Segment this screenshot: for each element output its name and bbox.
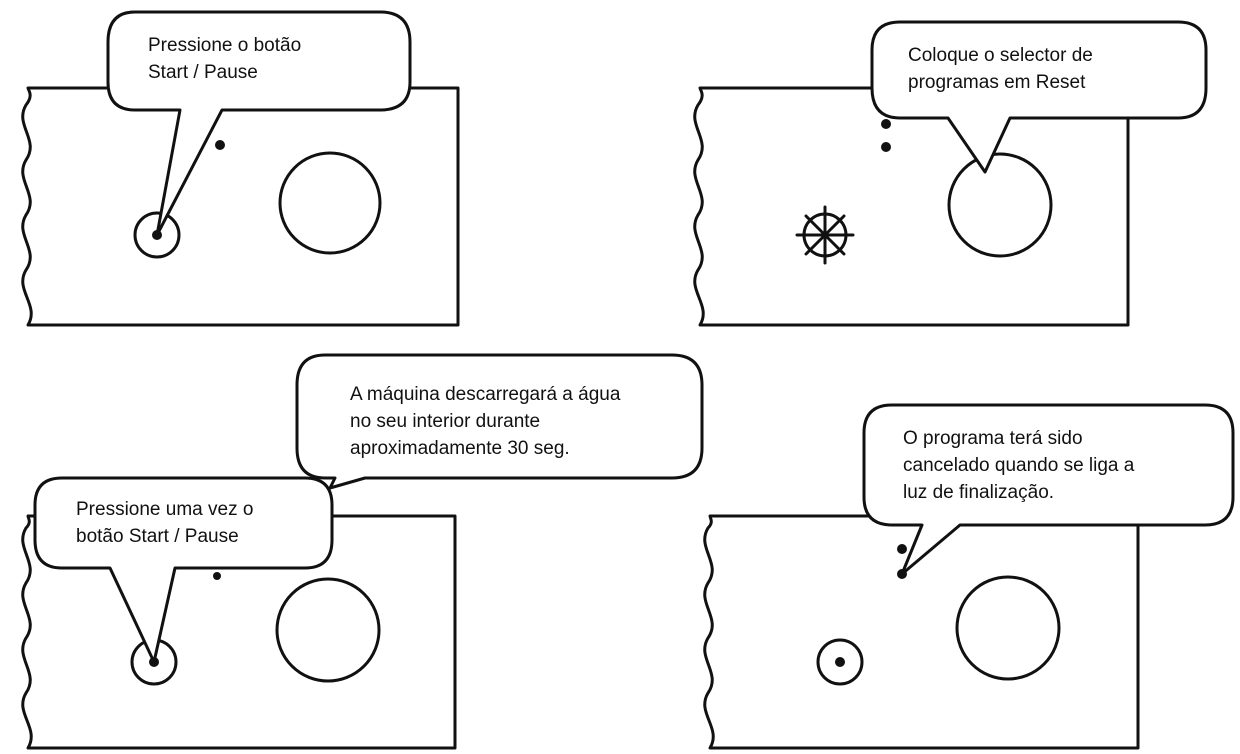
bubble-line: botão Start / Pause — [76, 526, 239, 547]
bubble-text: Pressione o botão Start / Pause — [148, 35, 306, 83]
machine-panel-outline — [21, 514, 457, 750]
bubble-text: Coloque o selector de programas em Reset — [908, 45, 1098, 93]
speech-bubble — [106, 10, 412, 237]
program-selector-knob — [275, 577, 381, 683]
start-pause-button-dot — [835, 657, 845, 667]
panel-4: O programa terá sido cancelado quando se… — [703, 403, 1235, 750]
start-pause-button-ring — [816, 638, 864, 686]
end-light-dot-upper — [897, 544, 907, 554]
bubble-line: Start / Pause — [148, 62, 258, 83]
machine-panel-outline — [703, 514, 1140, 750]
program-selector-knob — [278, 151, 382, 255]
drain-speech-bubble — [295, 353, 704, 490]
indicator-light-dot — [215, 140, 225, 150]
speech-bubble — [33, 476, 334, 664]
bubble-line: cancelado quando se liga a — [903, 455, 1135, 476]
bubble-line: aproximadamente 30 seg. — [350, 438, 570, 459]
speech-bubble — [870, 20, 1208, 174]
machine-panel-outline — [21, 86, 460, 327]
drain-bubble-text: A máquina descarregará a água no seu int… — [350, 384, 626, 459]
start-pause-button-ring — [133, 211, 181, 259]
panel-1: Pressione o botão Start / Pause — [21, 10, 460, 327]
indicator-dot-1 — [881, 119, 891, 129]
reset-wheel-icon — [795, 205, 855, 265]
bubble-line: Coloque o selector de — [908, 45, 1093, 66]
bubble-line: A máquina descarregará a água — [350, 384, 621, 405]
bubble-line: Pressione uma vez o — [76, 499, 253, 520]
panel-2: Coloque o selector de programas em Reset — [693, 20, 1208, 327]
indicator-dot-2 — [881, 142, 891, 152]
bubble-line: no seu interior durante — [350, 411, 540, 432]
program-selector-knob — [947, 152, 1053, 258]
panel-3: A máquina descarregará a água no seu int… — [21, 353, 704, 750]
bubble-line: programas em Reset — [908, 72, 1086, 93]
bubble-line: O programa terá sido — [903, 428, 1083, 449]
indicator-light-dot — [213, 572, 221, 580]
bubble-text: O programa terá sido cancelado quando se… — [903, 428, 1140, 503]
bubble-text: Pressione uma vez o botão Start / Pause — [76, 499, 259, 547]
machine-panel-outline — [693, 86, 1130, 327]
program-selector-knob — [955, 575, 1061, 681]
speech-bubble — [862, 403, 1235, 576]
bubble-line: luz de finalização. — [903, 482, 1054, 503]
bubble-line: Pressione o botão — [148, 35, 301, 56]
